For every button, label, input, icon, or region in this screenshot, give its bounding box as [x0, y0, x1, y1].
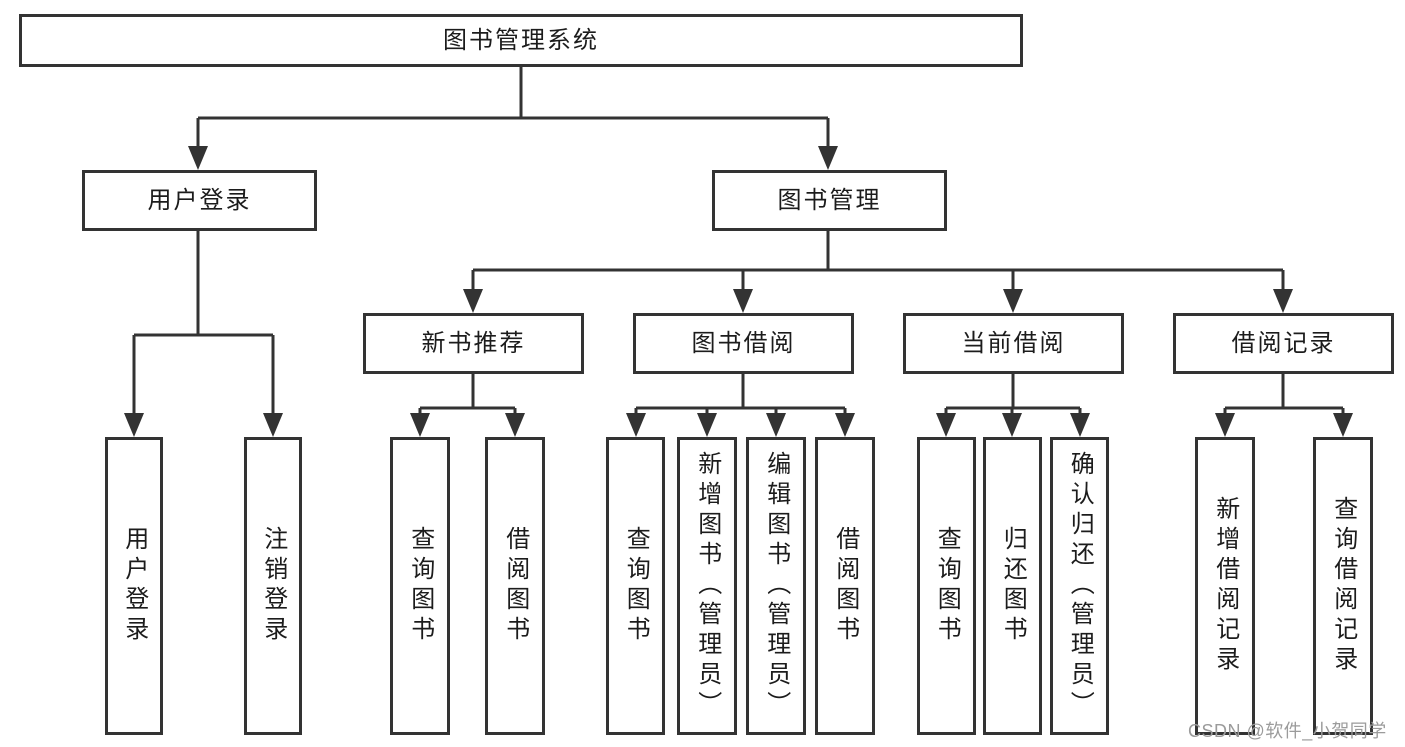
node-new-book-recommend-label: 新书推荐: [421, 329, 526, 357]
leaf-borrow-book-recommend-label: 借阅图书: [501, 526, 529, 646]
node-user-login-label: 用户登录: [147, 186, 252, 214]
leaf-query-book-borrow-label: 查询图书: [622, 526, 650, 646]
leaf-query-book-recommend-label: 查询图书: [406, 526, 434, 646]
leaf-add-book-admin: 新增图书（管理员）: [677, 437, 737, 735]
arrowheads: [124, 146, 1353, 437]
node-root-label: 图书管理系统: [443, 26, 599, 54]
leaf-borrow-book-label: 借阅图书: [831, 526, 859, 646]
leaf-add-borrow-record: 新增借阅记录: [1195, 437, 1255, 735]
node-borrow-record-label: 借阅记录: [1231, 329, 1336, 357]
node-new-book-recommend: 新书推荐: [363, 313, 584, 374]
leaf-return-book: 归还图书: [983, 437, 1042, 735]
node-root-system: 图书管理系统: [19, 14, 1023, 67]
leaf-borrow-book-recommend: 借阅图书: [485, 437, 545, 735]
leaf-user-login: 用户登录: [105, 437, 163, 735]
leaf-edit-book-admin-label: 编辑图书（管理员）: [762, 451, 790, 721]
leaf-user-login-label: 用户登录: [120, 526, 148, 646]
leaf-confirm-return-admin-label: 确认归还（管理员）: [1066, 451, 1094, 721]
leaf-query-book-current-label: 查询图书: [933, 526, 961, 646]
leaf-borrow-book: 借阅图书: [815, 437, 875, 735]
node-borrow-record: 借阅记录: [1173, 313, 1394, 374]
csdn-watermark: CSDN @软件_小贺同学: [1188, 721, 1387, 741]
node-user-login: 用户登录: [82, 170, 317, 231]
node-book-borrow-label: 图书借阅: [691, 329, 796, 357]
node-book-management: 图书管理: [712, 170, 947, 231]
node-current-borrow-label: 当前借阅: [961, 329, 1066, 357]
leaf-query-book-current: 查询图书: [917, 437, 976, 735]
node-book-management-label: 图书管理: [777, 186, 882, 214]
leaf-query-book-recommend: 查询图书: [390, 437, 450, 735]
node-book-borrow: 图书借阅: [633, 313, 854, 374]
leaf-query-borrow-record: 查询借阅记录: [1313, 437, 1373, 735]
leaf-query-borrow-record-label: 查询借阅记录: [1329, 496, 1357, 676]
node-current-borrow: 当前借阅: [903, 313, 1124, 374]
leaf-add-borrow-record-label: 新增借阅记录: [1211, 496, 1239, 676]
leaf-query-book-borrow: 查询图书: [606, 437, 665, 735]
leaf-edit-book-admin: 编辑图书（管理员）: [746, 437, 806, 735]
leaf-add-book-admin-label: 新增图书（管理员）: [693, 451, 721, 721]
leaf-return-book-label: 归还图书: [999, 526, 1027, 646]
leaf-confirm-return-admin: 确认归还（管理员）: [1050, 437, 1109, 735]
leaf-logout-label: 注销登录: [259, 526, 287, 646]
leaf-logout: 注销登录: [244, 437, 302, 735]
